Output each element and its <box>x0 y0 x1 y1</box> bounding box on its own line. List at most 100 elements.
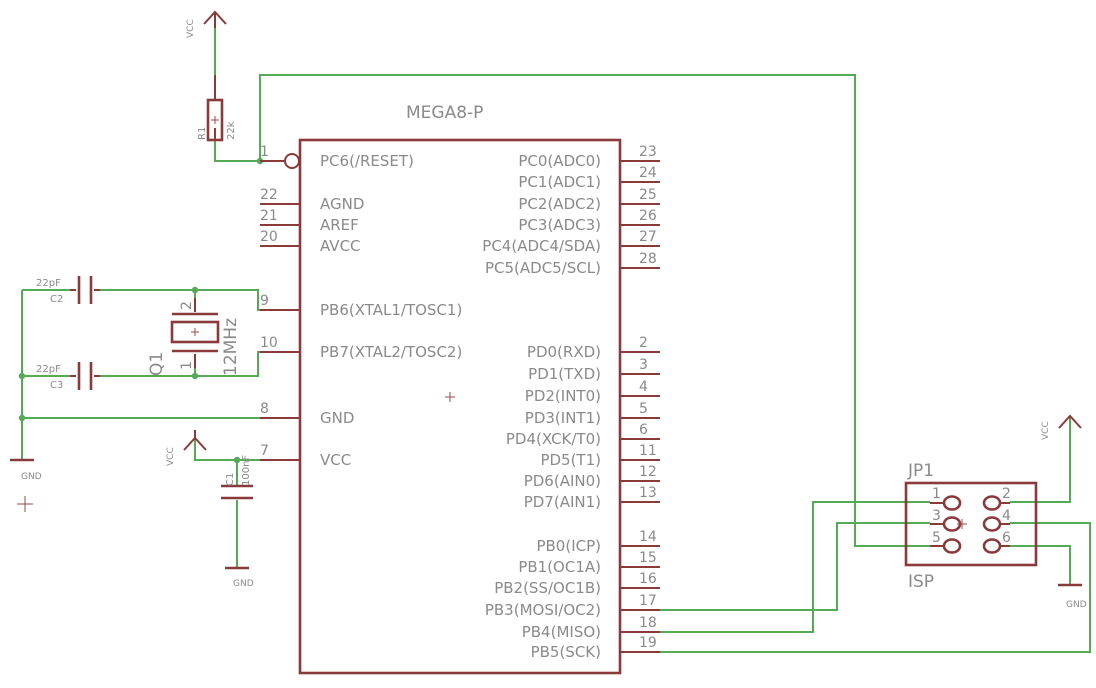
ic-origin-cross <box>445 392 455 402</box>
header-jp1[interactable]: JP1 ISP 1 2 3 4 5 6 <box>904 461 1038 592</box>
pin-label: PC1(ADC1) <box>518 173 601 191</box>
vcc-label-c1: VCC <box>166 447 176 466</box>
pin-label: PD1(TXD) <box>528 365 601 383</box>
pin-number: 20 <box>260 229 278 245</box>
pin-label: PB1(OC1A) <box>518 558 601 576</box>
c2-name: C2 <box>50 294 63 305</box>
pin-label: AGND <box>320 195 364 213</box>
pin-number: 27 <box>639 229 657 245</box>
resistor-r1[interactable]: R1 22k <box>197 75 237 142</box>
pin-label: PB6(XTAL1/TOSC1) <box>320 301 462 319</box>
capacitor-c3[interactable]: 22pF C3 <box>36 362 100 391</box>
capacitor-c1[interactable]: C1 100nF <box>221 455 253 500</box>
pin-number: 7 <box>260 443 269 459</box>
jp1-pads <box>942 495 1002 554</box>
pin-number: 17 <box>639 593 657 609</box>
pin-label: PD6(AIN0) <box>524 472 601 490</box>
vcc-symbol-r1: VCC <box>186 10 227 38</box>
wires <box>21 28 1091 653</box>
pin-number: 22 <box>260 187 278 203</box>
pin-label: PC6(/RESET) <box>320 152 414 170</box>
origin-cross-left <box>17 496 33 512</box>
pin-number: 5 <box>639 401 648 417</box>
capacitor-c2[interactable]: 22pF C2 <box>36 276 100 305</box>
gnd-symbol-left: GND <box>10 458 42 482</box>
pin-number: 9 <box>260 293 269 309</box>
pin-label: PC2(ADC2) <box>518 195 601 213</box>
pin-number: 1 <box>260 144 269 160</box>
reset-inversion-bubble <box>284 153 300 169</box>
pin-number: 25 <box>639 187 657 203</box>
pin-number: 15 <box>639 550 657 566</box>
pin-label: AREF <box>320 216 359 234</box>
pin-number: 14 <box>639 529 657 545</box>
vcc-symbol-jp1: VCC <box>1041 414 1082 440</box>
gnd-label-c1: GND <box>233 579 254 589</box>
pin-label: PC5(ADC5/SCL) <box>485 259 601 277</box>
r1-name: R1 <box>197 127 208 140</box>
pin-number: 24 <box>639 165 657 181</box>
pin-label: GND <box>320 409 354 427</box>
gnd-symbol-c1: GND <box>225 566 254 589</box>
vcc-label-jp1: VCC <box>1041 421 1051 440</box>
jp1-pin-5: 5 <box>932 530 941 546</box>
pin-label: PC4(ADC4/SDA) <box>482 237 601 255</box>
junctions <box>18 157 264 464</box>
jp1-pin-1: 1 <box>932 486 941 502</box>
pin-number: 3 <box>639 357 648 373</box>
pin-label: PB7(XTAL2/TOSC2) <box>320 343 462 361</box>
gnd-symbol-jp1: GND <box>1058 583 1087 610</box>
jp1-pad-leads <box>930 502 1010 547</box>
jp1-name: JP1 <box>907 461 934 481</box>
pin-label: AVCC <box>320 237 361 255</box>
pin-label: PD7(AIN1) <box>524 493 601 511</box>
pin-number: 16 <box>639 571 657 587</box>
pin-label: PD3(INT1) <box>525 409 601 427</box>
r1-value: 22k <box>226 121 237 140</box>
pin-number: 11 <box>639 443 657 459</box>
q1-value: 12MHz <box>221 318 241 376</box>
crystal-q1[interactable]: 2 1 Q1 12MHz <box>147 298 241 376</box>
pin-label: PD4(XCK/T0) <box>506 430 601 448</box>
jp1-pin-2: 2 <box>1002 486 1011 502</box>
pin-label: PB3(MOSI/OC2) <box>485 601 601 619</box>
c1-name: C1 <box>225 473 236 486</box>
pin-number: 2 <box>639 335 648 351</box>
c3-name: C3 <box>50 380 63 391</box>
pin-number: 26 <box>639 208 657 224</box>
pin-label: VCC <box>320 451 351 469</box>
gnd-label-jp1: GND <box>1066 600 1087 610</box>
pin-number: 13 <box>639 485 657 501</box>
pin-label: PC0(ADC0) <box>518 152 601 170</box>
c1-value: 100nF <box>241 455 252 486</box>
